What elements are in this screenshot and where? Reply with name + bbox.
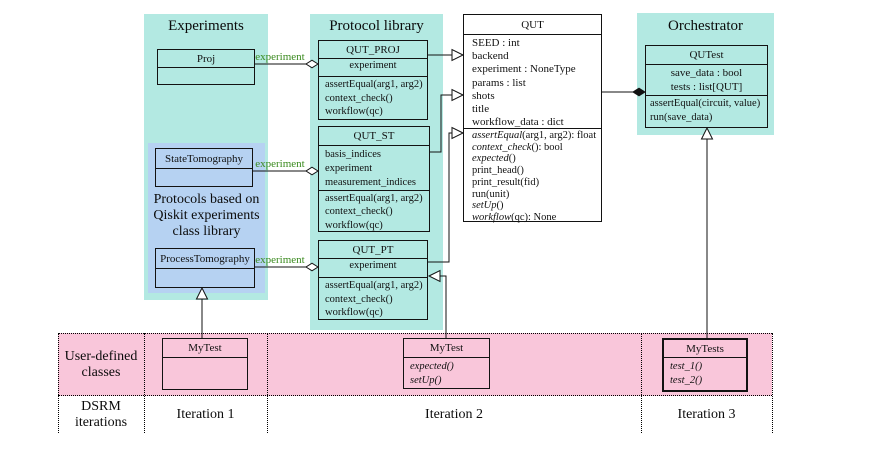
iteration-3-label: Iteration 3	[677, 407, 736, 422]
class-qutest: QUTest save_data : bool tests : list[QUT…	[645, 45, 768, 128]
class-title: QUT	[521, 18, 544, 31]
dsrm-grid-line	[641, 333, 642, 433]
iteration-2-label: Iteration 2	[425, 407, 483, 422]
experiment-association-label: experiment	[255, 158, 305, 170]
class-qut-pt: QUT_PT experiment assertEqual(arg1, arg2…	[318, 240, 428, 320]
empty-compartment	[158, 67, 254, 84]
inheritance-arrow-pt-qut	[451, 126, 465, 140]
methods-compartment: test_1() test_2()	[664, 357, 746, 390]
attributes-compartment: SEED : int backend experiment : NoneType…	[464, 34, 601, 128]
empty-compartment	[163, 357, 247, 389]
class-qut-proj: QUT_PROJ experiment assertEqual(arg1, ar…	[318, 40, 428, 120]
class-title: QUTest	[689, 49, 724, 61]
methods-compartment: assertEqual(arg1, arg2): float context_c…	[464, 128, 601, 225]
orchestrator-panel	[637, 13, 774, 135]
class-proj: Proj	[157, 49, 255, 85]
class-mytests-iteration3: MyTests test_1() test_2()	[662, 338, 748, 392]
dsrm-iterations-label: DSRM iterations	[74, 399, 128, 430]
user-defined-classes-label: User-defined classes	[64, 349, 138, 380]
dsrm-grid-line	[772, 333, 773, 433]
iteration-1-label: Iteration 1	[176, 407, 235, 422]
attributes-compartment: experiment	[319, 58, 427, 76]
qiskit-protocols-note: Protocols based on Qiskit experiments cl…	[153, 192, 260, 240]
dsrm-grid-line	[144, 333, 145, 433]
class-title: MyTest	[429, 342, 464, 354]
methods-compartment: assertEqual(circuit, value) run(save_dat…	[646, 95, 767, 127]
empty-compartment	[156, 268, 254, 287]
class-title: Proj	[196, 52, 216, 65]
class-mytest-iteration1: MyTest	[162, 338, 248, 390]
orchestrator-panel-title: Orchestrator	[668, 18, 743, 34]
methods-compartment: expected() setUp()	[404, 357, 489, 389]
class-state-tomography: StateTomography	[155, 148, 253, 187]
methods-compartment: assertEqual(arg1, arg2) context_check() …	[319, 277, 427, 321]
class-qut: QUT SEED : int backend experiment : None…	[463, 14, 602, 225]
class-process-tomography: ProcessTomography	[155, 248, 255, 288]
attributes-compartment: basis_indices experiment measurement_ind…	[319, 145, 429, 190]
attributes-compartment: experiment	[319, 258, 427, 277]
class-title: ProcessTomography	[160, 252, 250, 265]
class-title: MyTest	[188, 342, 222, 354]
class-title: QUT_PT	[352, 243, 394, 256]
experiment-association-label: experiment	[255, 51, 305, 63]
methods-compartment: assertEqual(arg1, arg2) context_check() …	[319, 190, 429, 233]
attributes-compartment: save_data : bool tests : list[QUT]	[646, 64, 767, 95]
inheritance-arrow-proj-qut	[451, 48, 465, 62]
user-defined-classes-zone	[58, 333, 772, 396]
class-title: QUT_ST	[353, 130, 395, 142]
class-title: MyTests	[686, 342, 724, 355]
experiments-panel-title: Experiments	[168, 18, 244, 34]
class-qut-st: QUT_ST basis_indices experiment measurem…	[318, 126, 430, 232]
protocol-library-panel-title: Protocol library	[329, 18, 424, 34]
dsrm-grid-line	[58, 333, 59, 433]
inheritance-arrow-st-qut	[451, 88, 465, 102]
empty-compartment	[156, 168, 252, 186]
dsrm-grid-line	[267, 333, 268, 433]
methods-compartment: assertEqual(arg1, arg2) context_check() …	[319, 76, 427, 120]
experiment-association-label: experiment	[255, 254, 305, 266]
class-mytest-iteration2: MyTest expected() setUp()	[403, 338, 490, 389]
class-title: QUT_PROJ	[346, 43, 400, 56]
class-title: StateTomography	[164, 152, 244, 165]
